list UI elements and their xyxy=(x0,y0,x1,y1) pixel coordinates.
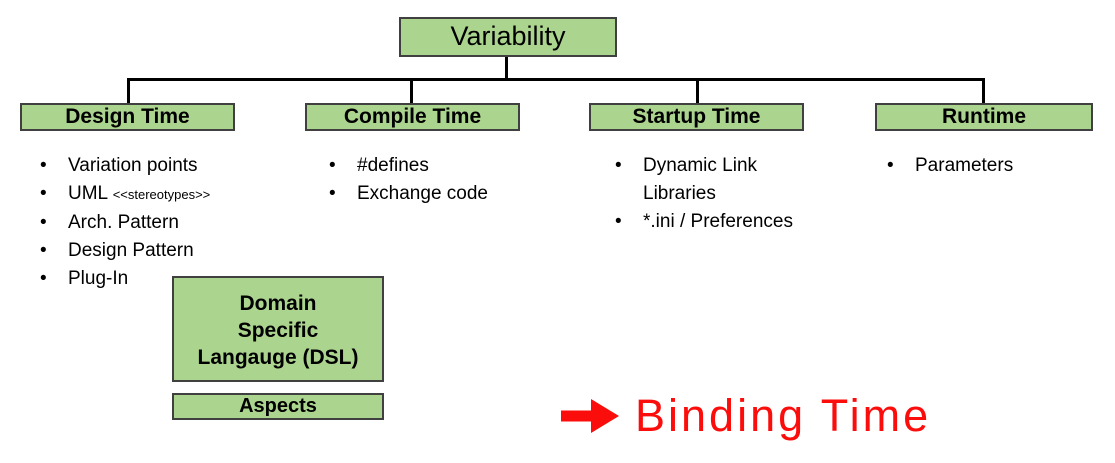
dsl-box-line: Langauge (DSL) xyxy=(197,346,359,369)
list-item-text: *.ini / Preferences xyxy=(643,211,793,232)
list-item: UML <<stereotypes>> xyxy=(38,180,278,209)
list-item-text: Variation points xyxy=(68,155,198,176)
design-time-list: Variation points UML <<stereotypes>> Arc… xyxy=(38,152,278,293)
connector-line xyxy=(127,78,985,81)
list-item: Design Pattern xyxy=(38,237,278,265)
list-item: Arch. Pattern xyxy=(38,209,278,237)
right-arrow-icon xyxy=(561,399,619,433)
dsl-box: Domain Specific Langauge (DSL) xyxy=(172,276,384,382)
list-item-text: UML xyxy=(68,183,113,204)
connector-line xyxy=(410,81,413,103)
list-item: #defines xyxy=(327,152,537,180)
runtime-list: Parameters xyxy=(885,152,1095,180)
connector-line xyxy=(505,57,508,81)
startup-time-list: Dynamic Link Libraries *.ini / Preferenc… xyxy=(613,152,823,236)
list-item-small-text: <<stereotypes>> xyxy=(112,187,211,202)
aspects-box: Aspects xyxy=(172,393,384,420)
connector-line xyxy=(127,81,130,103)
list-item: *.ini / Preferences xyxy=(613,208,823,236)
compile-time-list: #defines Exchange code xyxy=(327,152,537,208)
dsl-box-line: Domain xyxy=(239,292,317,315)
list-item: Variation points xyxy=(38,152,278,180)
list-item-text: Design Pattern xyxy=(68,240,194,261)
runtime-box: Runtime xyxy=(875,103,1093,131)
list-item: Dynamic Link Libraries xyxy=(613,152,788,208)
list-item-text: Plug-In xyxy=(68,268,129,289)
list-item: Exchange code xyxy=(327,180,537,208)
list-item-text: Parameters xyxy=(915,155,1014,176)
list-item-text: Arch. Pattern xyxy=(68,212,179,233)
variability-box: Variability xyxy=(399,17,617,57)
list-item-text: Dynamic Link Libraries xyxy=(643,155,758,204)
binding-time-label: Binding Time xyxy=(635,390,932,441)
startup-time-box: Startup Time xyxy=(589,103,804,131)
list-item: Parameters xyxy=(885,152,1095,180)
list-item-text: Exchange code xyxy=(357,183,488,204)
list-item: Plug-In xyxy=(38,265,278,293)
compile-time-box: Compile Time xyxy=(305,103,520,131)
connector-line xyxy=(696,81,699,103)
connector-line xyxy=(982,81,985,103)
design-time-box: Design Time xyxy=(20,103,235,131)
list-item-text: #defines xyxy=(357,155,429,176)
binding-time-callout: Binding Time xyxy=(561,390,932,441)
dsl-box-line: Specific xyxy=(237,319,319,342)
